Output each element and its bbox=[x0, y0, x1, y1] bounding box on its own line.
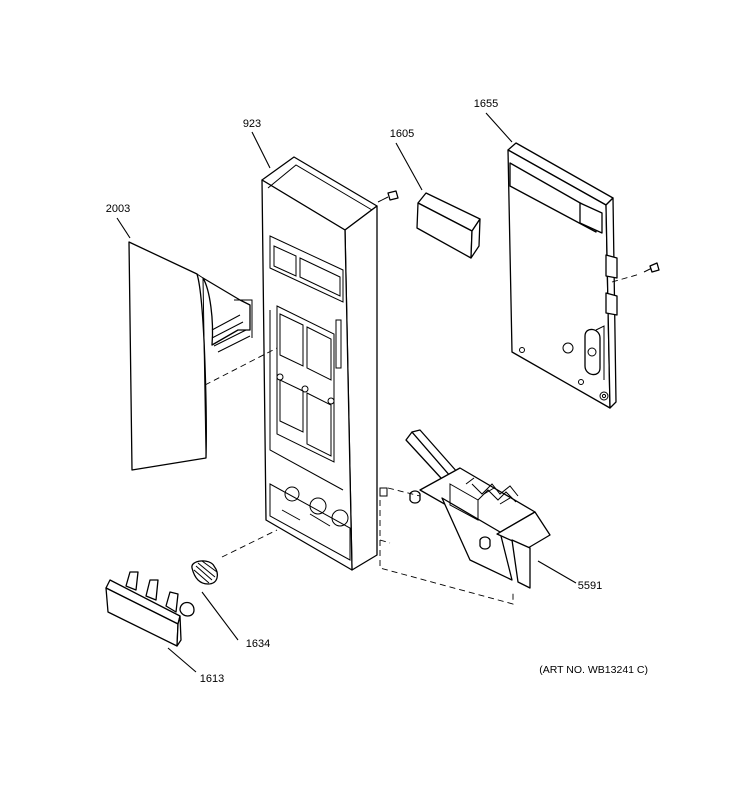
label-1655: 1655 bbox=[474, 98, 498, 110]
part-1634-spring bbox=[191, 560, 219, 585]
label-1613: 1613 bbox=[200, 673, 224, 685]
art-number: (ART NO. WB13241 C) bbox=[539, 664, 648, 676]
part-923-control-panel bbox=[261, 156, 388, 571]
part-5591-latch-bracket bbox=[405, 429, 551, 589]
screw-icon bbox=[377, 190, 399, 203]
part-1655-circuit-board bbox=[507, 142, 660, 409]
label-1605: 1605 bbox=[390, 128, 414, 140]
part-2003-keypad-membrane bbox=[128, 241, 253, 471]
label-923: 923 bbox=[243, 118, 261, 130]
label-1634: 1634 bbox=[246, 638, 270, 650]
label-5591: 5591 bbox=[578, 580, 602, 592]
part-1613-push-button bbox=[105, 571, 195, 647]
leader-lines bbox=[116, 112, 577, 673]
label-2003: 2003 bbox=[106, 203, 130, 215]
assembly-lines bbox=[204, 273, 641, 605]
part-1605-pad bbox=[416, 192, 481, 259]
